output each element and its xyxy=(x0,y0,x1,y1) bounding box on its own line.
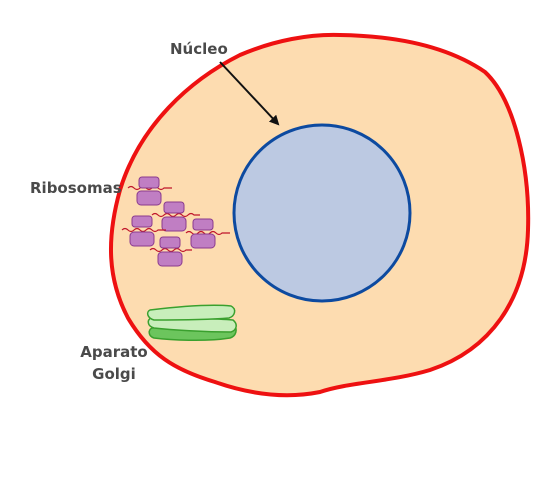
mrna-strand xyxy=(121,227,166,233)
ribosome-small-subunit xyxy=(138,176,160,189)
ribosomes-label: Ribosomas xyxy=(30,179,122,197)
ribosome-small-subunit xyxy=(163,201,185,214)
golgi-cisterna-top xyxy=(146,304,236,321)
golgi-label-line-1: Aparato xyxy=(80,343,148,361)
ribosome-group-3 xyxy=(121,215,166,247)
golgi-label-line-2: Golgi xyxy=(92,365,136,383)
ribosome-small-subunit xyxy=(192,218,214,231)
ribosome-group-4 xyxy=(185,218,230,249)
nucleus-pointer-arrow xyxy=(219,61,280,126)
ribosome-large-subunit xyxy=(190,233,216,249)
ribosome-group-1 xyxy=(127,176,172,206)
ribosome-group-5 xyxy=(149,236,192,267)
mrna-strand xyxy=(151,212,200,218)
nucleus xyxy=(232,123,412,303)
ribosome-group-2 xyxy=(151,201,200,232)
ribosome-large-subunit xyxy=(161,216,187,232)
ribosome-small-subunit xyxy=(159,236,181,249)
ribosome-large-subunit xyxy=(136,190,162,206)
mrna-strand xyxy=(149,247,192,253)
golgi-label: Aparato Golgi xyxy=(74,341,154,385)
ribosome-large-subunit xyxy=(129,231,155,247)
golgi-apparatus xyxy=(146,304,237,342)
nucleus-label: Núcleo xyxy=(170,40,228,58)
mrna-strand xyxy=(185,230,230,236)
ribosome-small-subunit xyxy=(131,215,153,228)
ribosome-large-subunit xyxy=(157,251,183,267)
